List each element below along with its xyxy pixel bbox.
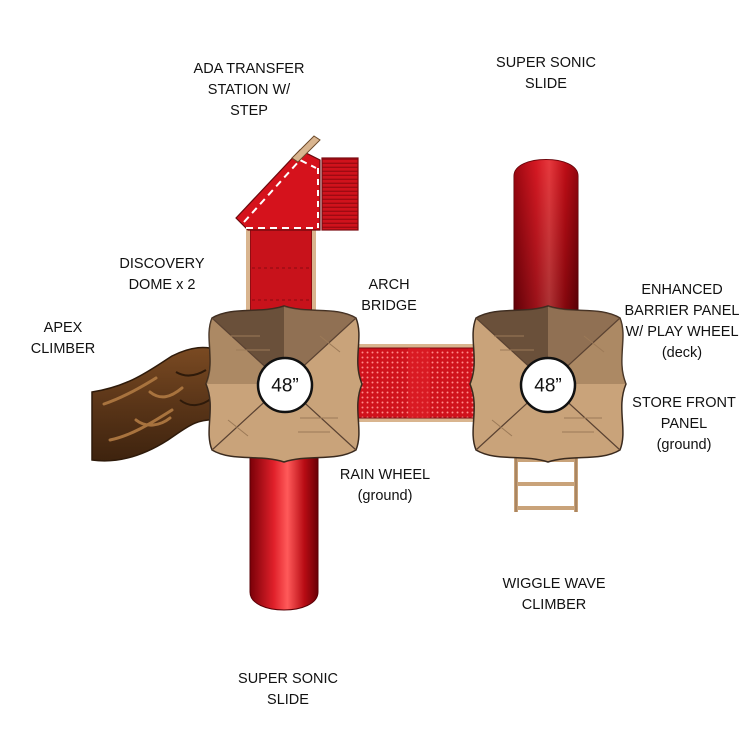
label-super-sonic-slide-top: SUPER SONIC SLIDE xyxy=(496,55,596,92)
ada-transfer-station-shape xyxy=(235,135,359,319)
label-store-front-panel: STORE FRONT PANEL (ground) xyxy=(632,395,736,453)
apex-climber-shape xyxy=(91,346,219,462)
label-rain-wheel: RAIN WHEEL (ground) xyxy=(339,467,431,504)
label-enhanced-barrier-panel: ENHANCED BARRIER PANEL W/ PLAY WHEEL (de… xyxy=(624,282,740,361)
label-ada-transfer-station: ADA TRANSFER STATION W/ STEP xyxy=(193,61,305,119)
deck-right-badge: 48” xyxy=(519,356,577,414)
label-super-sonic-slide-bottom: SUPER SONIC SLIDE xyxy=(238,671,338,708)
label-apex-climber: APEX CLIMBER xyxy=(30,320,96,357)
arch-bridge-shape xyxy=(350,344,478,422)
super-sonic-slide-top-shape xyxy=(513,159,579,321)
super-sonic-slide-bottom-shape xyxy=(249,439,319,611)
label-discovery-dome: DISCOVERY DOME x 2 xyxy=(119,256,205,293)
deck-right-size: 48” xyxy=(534,376,561,397)
label-arch-bridge: ARCH BRIDGE xyxy=(361,277,417,314)
deck-left-badge: 48” xyxy=(256,356,314,414)
deck-left-size: 48” xyxy=(271,376,298,397)
label-wiggle-wave-climber: WIGGLE WAVE CLIMBER xyxy=(502,576,606,613)
